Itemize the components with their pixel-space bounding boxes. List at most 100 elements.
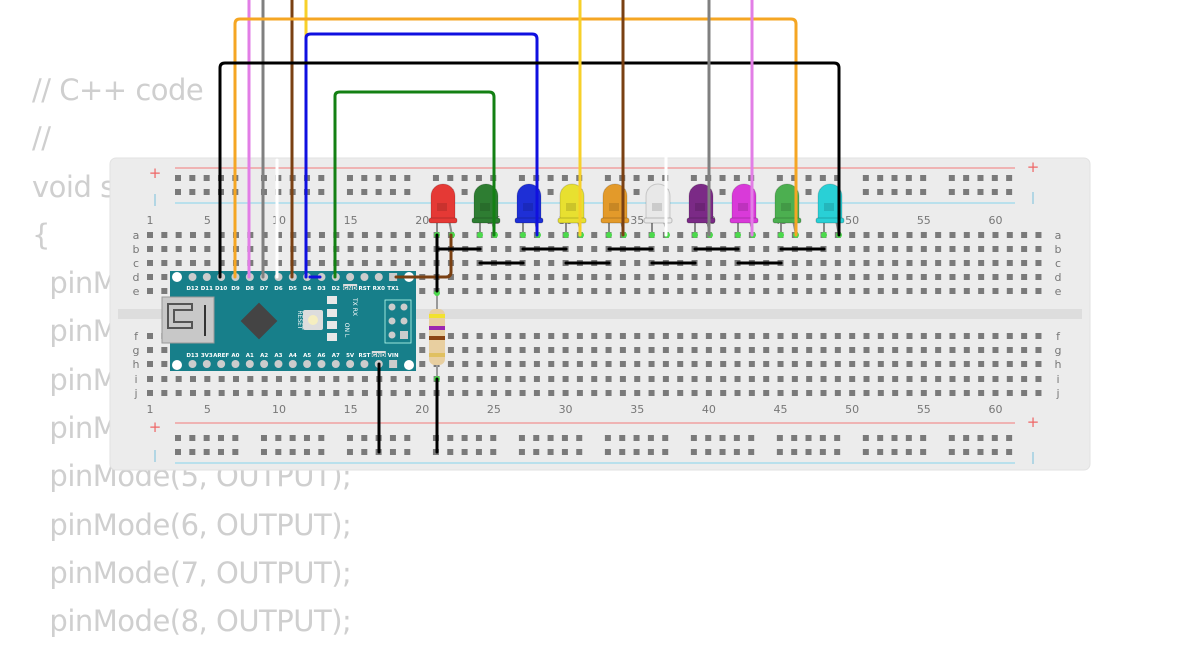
terminal-hole[interactable] — [820, 260, 827, 266]
terminal-hole[interactable] — [834, 333, 841, 339]
terminal-hole[interactable] — [978, 347, 985, 353]
rail-hole[interactable] — [432, 175, 439, 181]
rail-hole[interactable] — [920, 449, 927, 455]
rail-hole[interactable] — [805, 175, 812, 181]
rail-hole[interactable] — [748, 435, 755, 441]
rail-hole[interactable] — [963, 449, 970, 455]
rail-hole[interactable] — [175, 449, 181, 455]
terminal-hole[interactable] — [619, 361, 626, 367]
terminal-hole[interactable] — [519, 390, 526, 396]
terminal-hole[interactable] — [892, 333, 899, 339]
terminal-hole[interactable] — [978, 361, 985, 367]
terminal-hole[interactable] — [290, 390, 297, 396]
rail-hole[interactable] — [705, 435, 712, 441]
terminal-hole[interactable] — [734, 390, 741, 396]
terminal-hole[interactable] — [232, 376, 239, 382]
terminal-hole[interactable] — [820, 361, 827, 367]
terminal-hole[interactable] — [734, 376, 741, 382]
terminal-hole[interactable] — [318, 260, 325, 266]
terminal-hole[interactable] — [677, 347, 684, 353]
header-pin[interactable] — [389, 273, 398, 281]
terminal-hole[interactable] — [634, 260, 641, 266]
rail-hole[interactable] — [561, 435, 568, 441]
rail-hole[interactable] — [203, 189, 210, 195]
terminal-hole[interactable] — [390, 246, 397, 252]
rail-hole[interactable] — [404, 449, 411, 455]
terminal-hole[interactable] — [175, 260, 182, 266]
terminal-hole[interactable] — [462, 347, 469, 353]
terminal-hole[interactable] — [419, 390, 426, 396]
terminal-hole[interactable] — [634, 232, 641, 238]
terminal-hole[interactable] — [1035, 390, 1042, 396]
terminal-hole[interactable] — [548, 274, 555, 280]
rail-hole[interactable] — [920, 175, 927, 181]
terminal-hole[interactable] — [691, 376, 698, 382]
terminal-hole[interactable] — [634, 347, 641, 353]
rail-hole[interactable] — [920, 189, 927, 195]
header-pin[interactable] — [346, 360, 355, 368]
rail-hole[interactable] — [576, 449, 583, 455]
terminal-hole[interactable] — [763, 361, 770, 367]
terminal-hole[interactable] — [462, 232, 469, 238]
terminal-hole[interactable] — [576, 333, 583, 339]
rail-hole[interactable] — [189, 449, 196, 455]
terminal-hole[interactable] — [147, 246, 153, 252]
terminal-hole[interactable] — [347, 246, 354, 252]
rail-hole[interactable] — [189, 435, 196, 441]
led-body[interactable] — [516, 183, 542, 223]
rail-hole[interactable] — [217, 435, 224, 441]
terminal-hole[interactable] — [892, 288, 899, 294]
terminal-hole[interactable] — [920, 274, 927, 280]
terminal-hole[interactable] — [877, 361, 884, 367]
terminal-hole[interactable] — [691, 390, 698, 396]
terminal-hole[interactable] — [820, 288, 827, 294]
terminal-hole[interactable] — [705, 390, 712, 396]
terminal-hole[interactable] — [820, 376, 827, 382]
terminal-hole[interactable] — [533, 274, 540, 280]
terminal-hole[interactable] — [877, 347, 884, 353]
rail-hole[interactable] — [891, 175, 898, 181]
terminal-hole[interactable] — [505, 376, 512, 382]
terminal-hole[interactable] — [605, 288, 612, 294]
terminal-hole[interactable] — [863, 246, 870, 252]
terminal-hole[interactable] — [720, 361, 727, 367]
terminal-hole[interactable] — [849, 361, 856, 367]
terminal-hole[interactable] — [1021, 361, 1028, 367]
terminal-hole[interactable] — [161, 288, 168, 294]
terminal-hole[interactable] — [161, 260, 168, 266]
terminal-hole[interactable] — [476, 376, 483, 382]
terminal-hole[interactable] — [834, 361, 841, 367]
rail-hole[interactable] — [963, 175, 970, 181]
terminal-hole[interactable] — [734, 361, 741, 367]
terminal-hole[interactable] — [906, 333, 913, 339]
terminal-hole[interactable] — [147, 376, 153, 382]
terminal-hole[interactable] — [978, 274, 985, 280]
rail-hole[interactable] — [1006, 435, 1013, 441]
terminal-hole[interactable] — [476, 390, 483, 396]
terminal-hole[interactable] — [333, 376, 340, 382]
terminal-hole[interactable] — [634, 376, 641, 382]
terminal-hole[interactable] — [748, 246, 755, 252]
header-pin[interactable] — [202, 360, 211, 368]
wire-black-d10[interactable] — [218, 61, 841, 279]
terminal-hole[interactable] — [834, 376, 841, 382]
terminal-hole[interactable] — [533, 347, 540, 353]
terminal-hole[interactable] — [978, 232, 985, 238]
terminal-hole[interactable] — [834, 347, 841, 353]
terminal-hole[interactable] — [1006, 274, 1013, 280]
terminal-hole[interactable] — [318, 390, 325, 396]
rail-hole[interactable] — [905, 175, 912, 181]
rail-hole[interactable] — [948, 435, 955, 441]
terminal-hole[interactable] — [247, 390, 254, 396]
terminal-hole[interactable] — [734, 347, 741, 353]
terminal-hole[interactable] — [562, 361, 569, 367]
terminal-hole[interactable] — [892, 347, 899, 353]
rail-hole[interactable] — [475, 449, 482, 455]
header-pin[interactable] — [245, 360, 254, 368]
terminal-hole[interactable] — [662, 333, 669, 339]
rail-hole[interactable] — [776, 175, 783, 181]
terminal-hole[interactable] — [1006, 347, 1013, 353]
terminal-hole[interactable] — [619, 260, 626, 266]
rail-hole[interactable] — [963, 189, 970, 195]
terminal-hole[interactable] — [419, 246, 426, 252]
